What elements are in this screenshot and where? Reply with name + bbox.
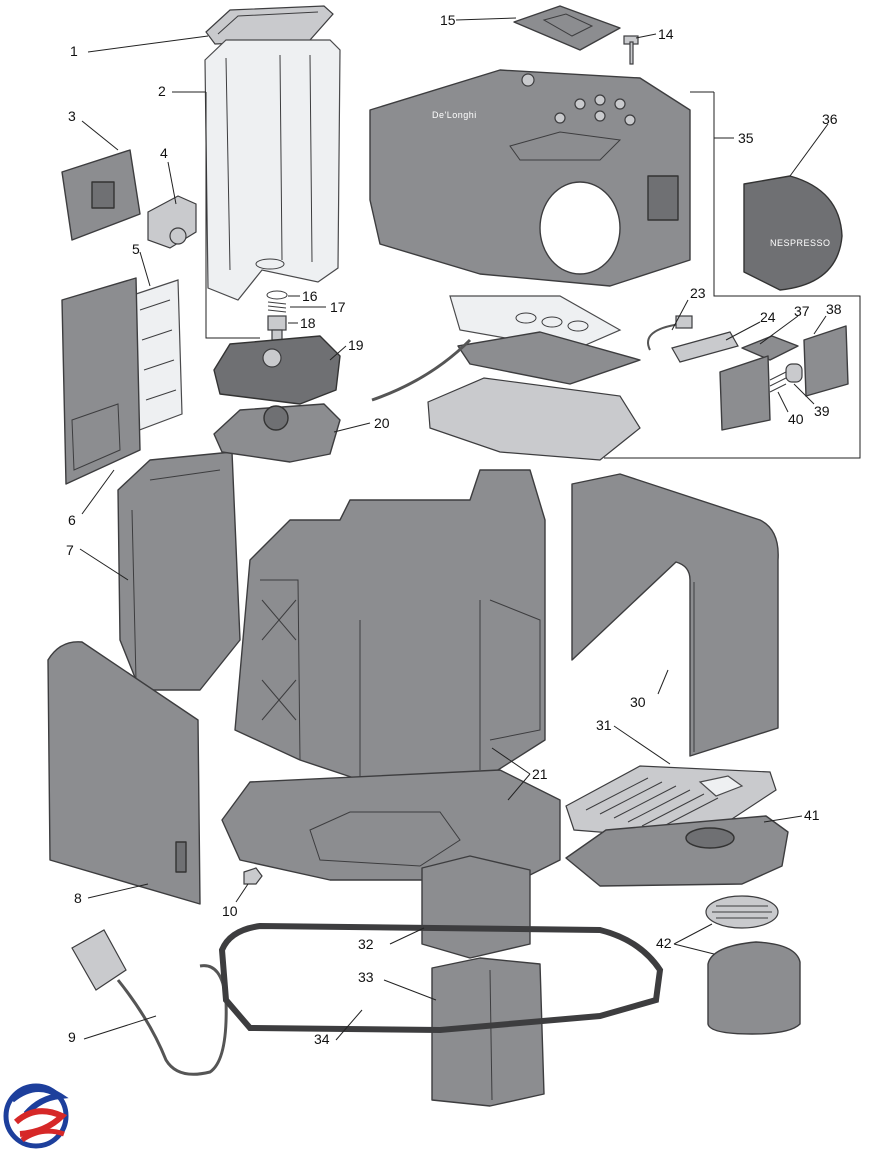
part-spout-cover: [431, 957, 545, 1107]
part-pcb-cover: [741, 335, 799, 361]
callout-38: 38: [826, 301, 842, 317]
part-spring: [769, 371, 787, 393]
part-top-housing: De'Longhi: [369, 69, 691, 287]
part-spout-lower: [421, 855, 531, 959]
part-capsule-insert-top: [513, 5, 621, 51]
part-nut: [243, 867, 263, 885]
part-water-tank-lid: [205, 5, 334, 45]
callout-17: 17: [330, 299, 346, 315]
callout-35: 35: [738, 130, 754, 146]
part-pin: [623, 35, 639, 65]
callout-8: 8: [74, 890, 82, 906]
part-base-tray: [221, 769, 561, 881]
cap-brand-text: NESPRESSO: [770, 238, 831, 248]
callout-33: 33: [358, 969, 374, 985]
part-water-tank: [204, 39, 341, 301]
part-side-bracket: [803, 325, 849, 397]
callout-6: 6: [68, 512, 76, 528]
part-power-cord: [71, 929, 228, 1076]
part-rear-cover-plate: [61, 149, 141, 241]
part-pump: [147, 195, 197, 249]
callout-16: 16: [302, 288, 318, 304]
callout-36: 36: [822, 111, 838, 127]
callout-15: 15: [440, 12, 456, 28]
callout-39: 39: [814, 403, 830, 419]
callout-4: 4: [160, 145, 168, 161]
callout-1: 1: [70, 43, 78, 59]
callout-labels: 1 2 3 4 5 6 7 8 9 10 14 15 16 17 18 19 2…: [66, 12, 842, 1047]
part-pcb-bracket: [719, 355, 771, 431]
callout-23: 23: [690, 285, 706, 301]
leader-lines: [79, 17, 861, 1041]
callout-30: 30: [630, 694, 646, 710]
callout-2: 2: [158, 83, 166, 99]
callout-24: 24: [760, 309, 776, 325]
part-valve-body: [267, 315, 287, 341]
part-internal-side-panel: [61, 277, 141, 485]
callout-40: 40: [788, 411, 804, 427]
housing-brand-text: De'Longhi: [432, 110, 477, 120]
part-base-frame: [218, 922, 664, 1034]
part-seal-o-ring: [266, 290, 288, 300]
part-left-side-cover: [47, 641, 201, 905]
part-tank-base-upper: [213, 335, 341, 405]
part-cup-grid: [705, 895, 779, 929]
callout-9: 9: [68, 1029, 76, 1045]
callout-34: 34: [314, 1031, 330, 1047]
part-button-actuator: [785, 363, 803, 383]
part-control-tray: [427, 377, 641, 461]
part-drip-cup: [707, 941, 801, 1035]
callout-3: 3: [68, 108, 76, 124]
callout-7: 7: [66, 542, 74, 558]
callout-41: 41: [804, 807, 820, 823]
part-sensor-board: [671, 331, 739, 363]
callout-5: 5: [132, 241, 140, 257]
callout-21: 21: [532, 766, 548, 782]
part-control-pcb: [371, 331, 641, 402]
callout-37: 37: [794, 303, 810, 319]
part-right-side-cover: [571, 473, 779, 757]
part-main-chassis: [234, 469, 546, 781]
part-front-cap: NESPRESSO: [743, 175, 843, 291]
callout-19: 19: [348, 337, 364, 353]
callout-10: 10: [222, 903, 238, 919]
part-valve-spring: [267, 301, 287, 313]
part-control-keypad: [449, 295, 622, 351]
callout-42: 42: [656, 935, 672, 951]
swirl-logo-icon: [3, 1083, 69, 1149]
callout-18: 18: [300, 315, 316, 331]
callout-32: 32: [358, 936, 374, 952]
callout-31: 31: [596, 717, 612, 733]
part-drip-tray: [565, 815, 789, 887]
callout-20: 20: [374, 415, 390, 431]
callout-14: 14: [658, 26, 674, 42]
part-tank-base-lower: [213, 403, 341, 463]
part-thermoblock-frame: [117, 451, 241, 691]
